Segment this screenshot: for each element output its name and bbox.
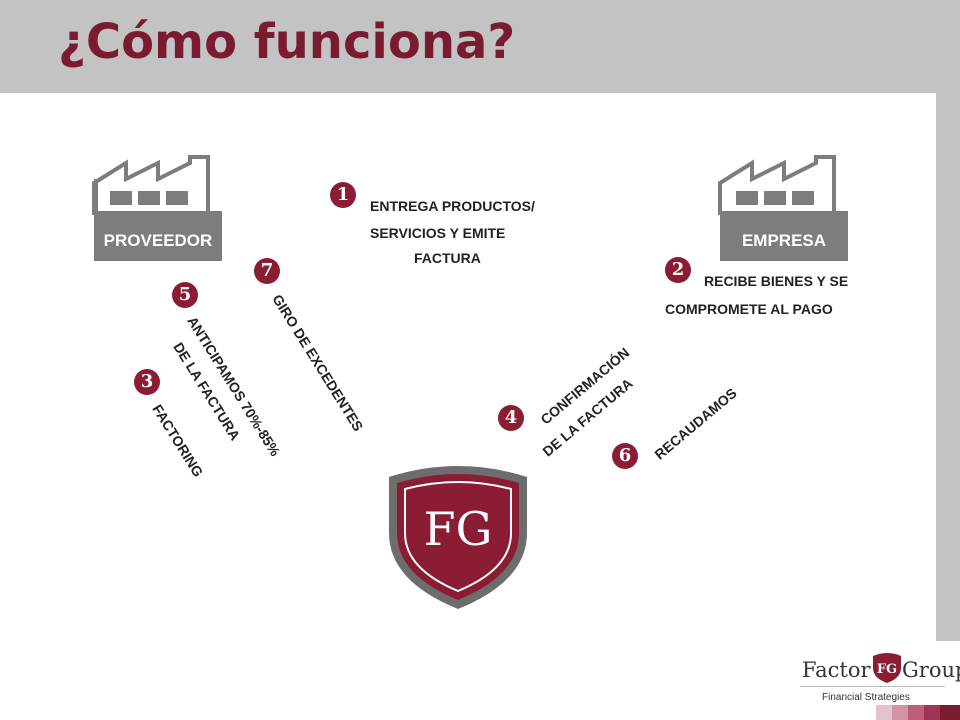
logo-divider: [800, 686, 945, 687]
factor-fg-group-logo: Factor FG Group Financial Strategies: [790, 640, 960, 720]
step-5-number-badge: 5: [172, 282, 198, 308]
step-2-number-badge: 2: [665, 257, 691, 283]
logo-factor-text: Factor: [802, 658, 871, 682]
logo-fg-shield-icon: FG: [873, 653, 901, 683]
step-2-line-2: COMPROMETE AL PAGO: [665, 301, 833, 317]
right-edge-band: [936, 93, 960, 641]
logo-group-text: Group: [902, 658, 960, 682]
step-2-line-1: RECIBE BIENES Y SE: [704, 273, 849, 289]
page-title: ¿Cómo funciona?: [58, 14, 516, 70]
step-1-line-2: SERVICIOS Y EMITE: [370, 225, 506, 241]
step-7-label: GIRO DE EXCEDENTES: [269, 291, 367, 434]
title-band: [0, 0, 960, 93]
color-swatch-3: [892, 705, 908, 720]
step-3-number-badge: 3: [134, 369, 160, 395]
step-4-number-badge: 4: [498, 405, 524, 431]
color-swatch-6: [940, 705, 960, 720]
proveedor-label: PROVEEDOR: [104, 231, 213, 250]
color-swatch-4: [908, 705, 924, 720]
step-6-number-badge: 6: [612, 443, 638, 469]
color-swatch-5: [924, 705, 940, 720]
logo-fg-text: FG: [877, 662, 897, 677]
proveedor-factory-icon: PROVEEDOR: [92, 155, 222, 261]
step-7-number-badge: 7: [254, 258, 280, 284]
fg-shield-logo: FG: [389, 466, 527, 609]
empresa-label: EMPRESA: [742, 231, 826, 250]
step-6-label: RECAUDAMOS: [651, 384, 740, 463]
step-3-label: FACTORING: [149, 401, 207, 480]
logo-tagline: Financial Strategies: [822, 692, 910, 703]
color-swatch-2: [876, 705, 892, 720]
fg-shield-text: FG: [424, 502, 493, 556]
step-1-line-3: FACTURA: [414, 250, 481, 266]
color-swatch-1: [860, 705, 876, 720]
step-1-line-1: ENTREGA PRODUCTOS/: [370, 198, 535, 214]
empresa-factory-icon: EMPRESA: [718, 155, 848, 261]
step-1-number-badge: 1: [330, 182, 356, 208]
